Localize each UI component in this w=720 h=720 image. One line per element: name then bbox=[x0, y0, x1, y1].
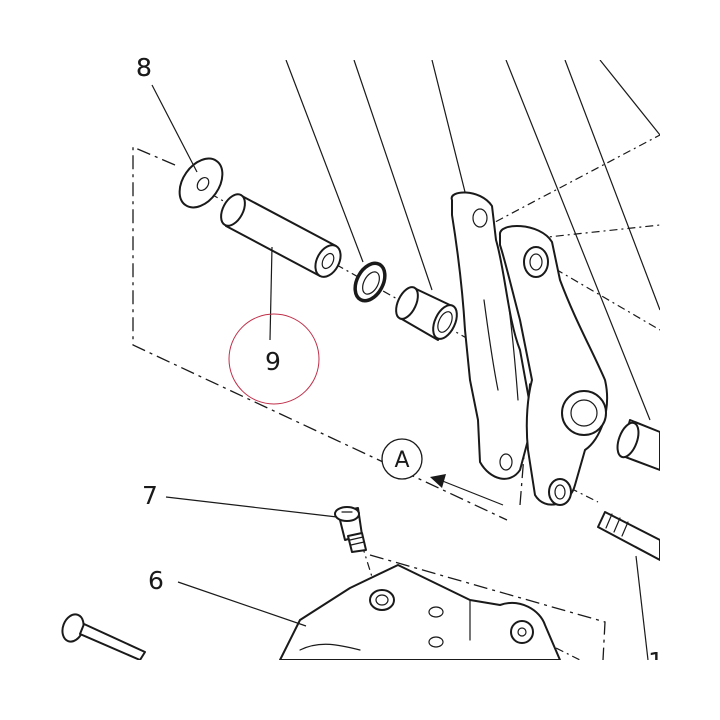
leader-line-bearing bbox=[353, 59, 433, 291]
crop-mask-right bbox=[660, 0, 720, 720]
long-bolt bbox=[61, 613, 146, 661]
front-arm bbox=[499, 224, 609, 506]
housing-part-6 bbox=[279, 564, 561, 661]
callout-6: 6 bbox=[148, 566, 164, 595]
view-label-text: A bbox=[394, 448, 409, 473]
view-arrow bbox=[430, 474, 504, 506]
callout-8: 8 bbox=[136, 53, 152, 82]
callout-9: 9 bbox=[265, 347, 281, 376]
leader-line-9 bbox=[269, 246, 273, 341]
leader-line-arm bbox=[505, 59, 651, 421]
screw-part-7 bbox=[334, 506, 367, 553]
leader-line-far-2 bbox=[599, 59, 661, 136]
view-label-badge: A bbox=[381, 438, 423, 480]
leader-line-cut bbox=[635, 555, 649, 661]
callout-7: 7 bbox=[142, 481, 158, 510]
leader-line-far-1 bbox=[564, 59, 661, 311]
right-bearing bbox=[616, 419, 661, 471]
seal-ring bbox=[353, 261, 387, 303]
callout-8-top: 8 bbox=[136, 53, 152, 82]
axis-line-right-3 bbox=[539, 259, 661, 331]
leader-line-6 bbox=[177, 581, 307, 627]
leader-line-seal bbox=[285, 59, 364, 263]
highlight-circle bbox=[228, 313, 320, 405]
axis-line-bolt bbox=[569, 487, 599, 503]
axis-line-right-1 bbox=[479, 134, 661, 231]
crop-mask-top bbox=[0, 0, 720, 60]
stud-bolt bbox=[597, 511, 661, 561]
sleeve-part-9 bbox=[220, 193, 342, 278]
leader-line-7 bbox=[165, 496, 338, 518]
leader-line-bracket bbox=[431, 59, 467, 197]
washer-part-8 bbox=[178, 157, 224, 209]
leader-line-8 bbox=[151, 84, 198, 173]
needle-bearing bbox=[395, 286, 458, 341]
crop-mask-bottom bbox=[0, 660, 720, 720]
assembly-boundary-lower bbox=[369, 554, 606, 661]
rear-bracket bbox=[450, 191, 531, 480]
